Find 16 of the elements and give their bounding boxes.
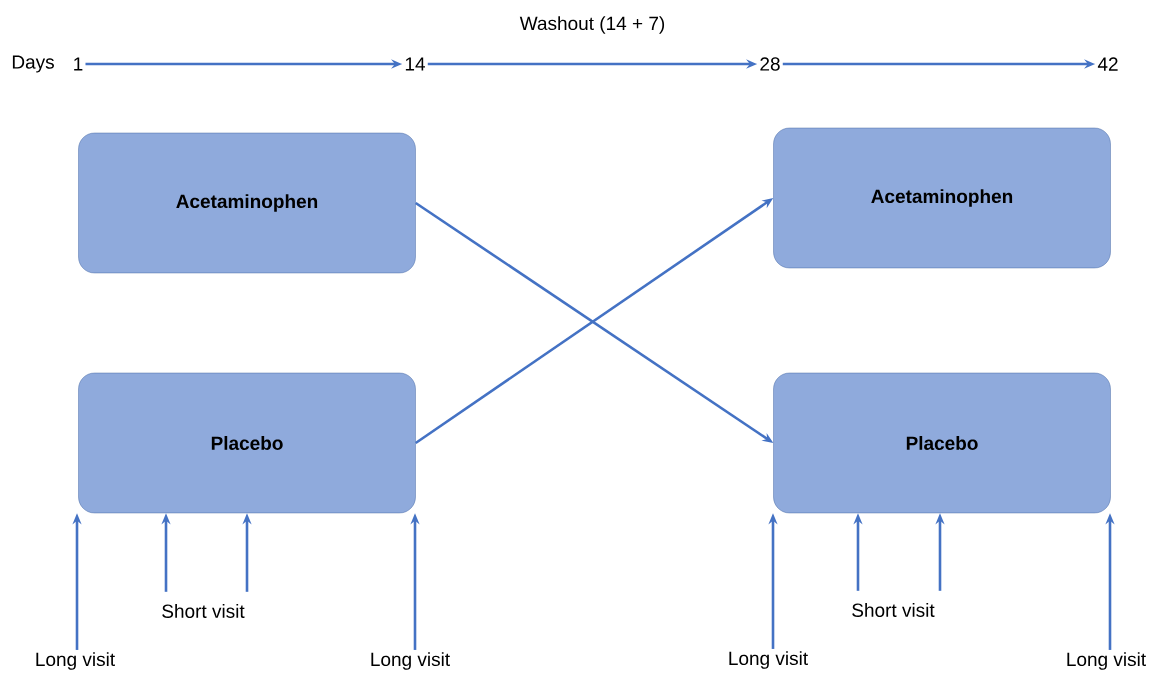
edge-label: Washout (14 + 7): [518, 15, 667, 35]
day-number: 28: [760, 57, 780, 71]
visit-label: Short visit: [852, 603, 935, 617]
day-number: 1: [74, 57, 83, 71]
visit-label: Long visit: [729, 651, 808, 669]
axis-label: Days: [12, 55, 54, 73]
visit-label: Long visit: [36, 652, 115, 670]
day-number: 42: [1097, 57, 1118, 71]
treatment-box: Placebo: [773, 372, 1111, 514]
treatment-box: Acetaminophen: [773, 127, 1111, 269]
treatment-box: Acetaminophen: [78, 132, 416, 274]
visit-label: Long visit: [1067, 652, 1146, 670]
treatment-box: Placebo: [78, 372, 416, 514]
visit-label: Long visit: [371, 652, 450, 670]
visit-label: Short visit: [162, 604, 245, 618]
day-number: 14: [405, 57, 425, 71]
